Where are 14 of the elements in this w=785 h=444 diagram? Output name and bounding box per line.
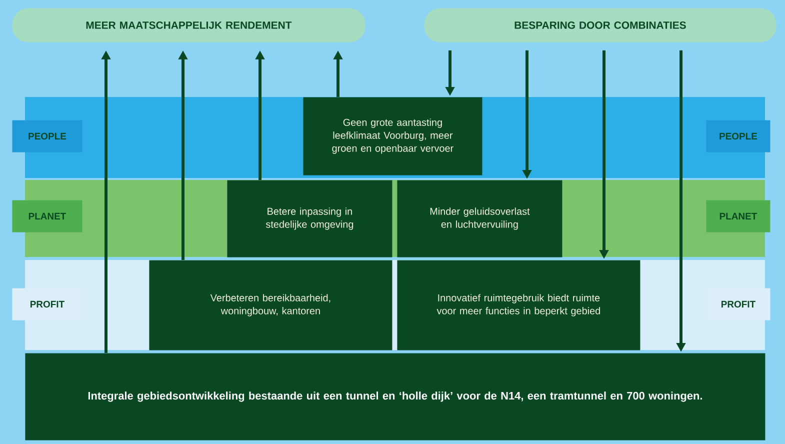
effect-box: Verbeteren bereikbaarheid, woningbouw, kantoren xyxy=(149,260,392,350)
category-tag: PROFIT xyxy=(12,288,82,320)
category-tag: PLANET xyxy=(706,200,770,232)
label-pill: MEER MAATSCHAPPELIJK RENDEMENT xyxy=(12,8,366,42)
effect-box: Innovatief ruimtegebruik biedt ruimte voor meer functies in beperkt gebied xyxy=(397,260,640,350)
category-tag: PROFIT xyxy=(706,288,770,320)
category-tag: PEOPLE xyxy=(12,120,82,152)
label-pill: BESPARING DOOR COMBINATIES xyxy=(424,8,776,42)
project-box: Integrale gebiedsontwikkeling bestaande uit een tunnel en ‘holle dijk’ voor de N14, een tramtunnel en 700 woningen. xyxy=(25,353,766,440)
category-tag: PLANET xyxy=(12,200,82,232)
effect-box: Betere inpassing in stedelijke omgeving xyxy=(227,180,392,258)
category-tag: PEOPLE xyxy=(706,120,770,152)
effect-box: Geen grote aantasting leefklimaat Voorburg, meer groen en openbaar vervoer xyxy=(303,97,482,176)
effect-box: Minder geluidsoverlast en luchtvervuiling xyxy=(397,180,562,258)
